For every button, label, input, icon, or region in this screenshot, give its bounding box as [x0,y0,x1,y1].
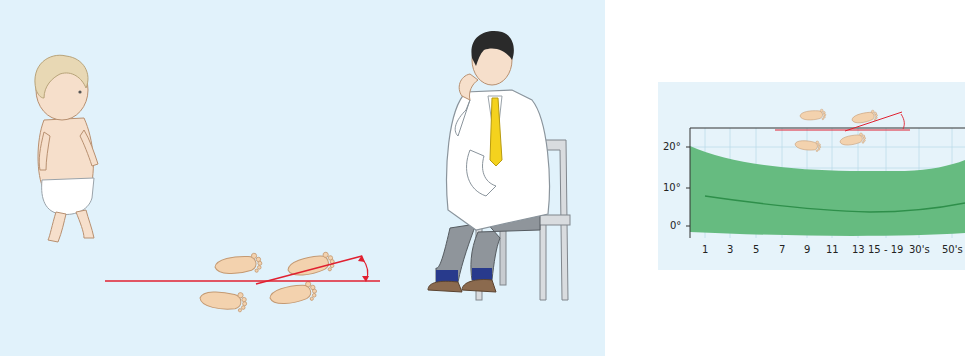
axis-tick-label: 10° [663,182,681,194]
footprint-angle [105,251,380,313]
age-tick-label: 7 [779,244,785,256]
axis-tick-label: 0° [670,220,681,232]
age-tick-label: 5 [753,244,759,256]
toddler-figure [35,55,98,242]
age-tick-label: 1 [702,244,708,256]
age-tick-label: 50's [942,244,963,256]
axis-tick-label: 20° [663,141,681,153]
panel-background [0,0,605,356]
age-tick-label: 11 [826,244,839,256]
doctor-figure [428,31,549,292]
angle-chart [658,82,965,270]
age-tick-label: 13 [852,244,865,256]
age-tick-label: 9 [804,244,810,256]
age-tick-label: 3 [727,244,733,256]
age-tick-label: 30's [909,244,930,256]
age-tick-label: 15 - 19 [868,244,903,256]
